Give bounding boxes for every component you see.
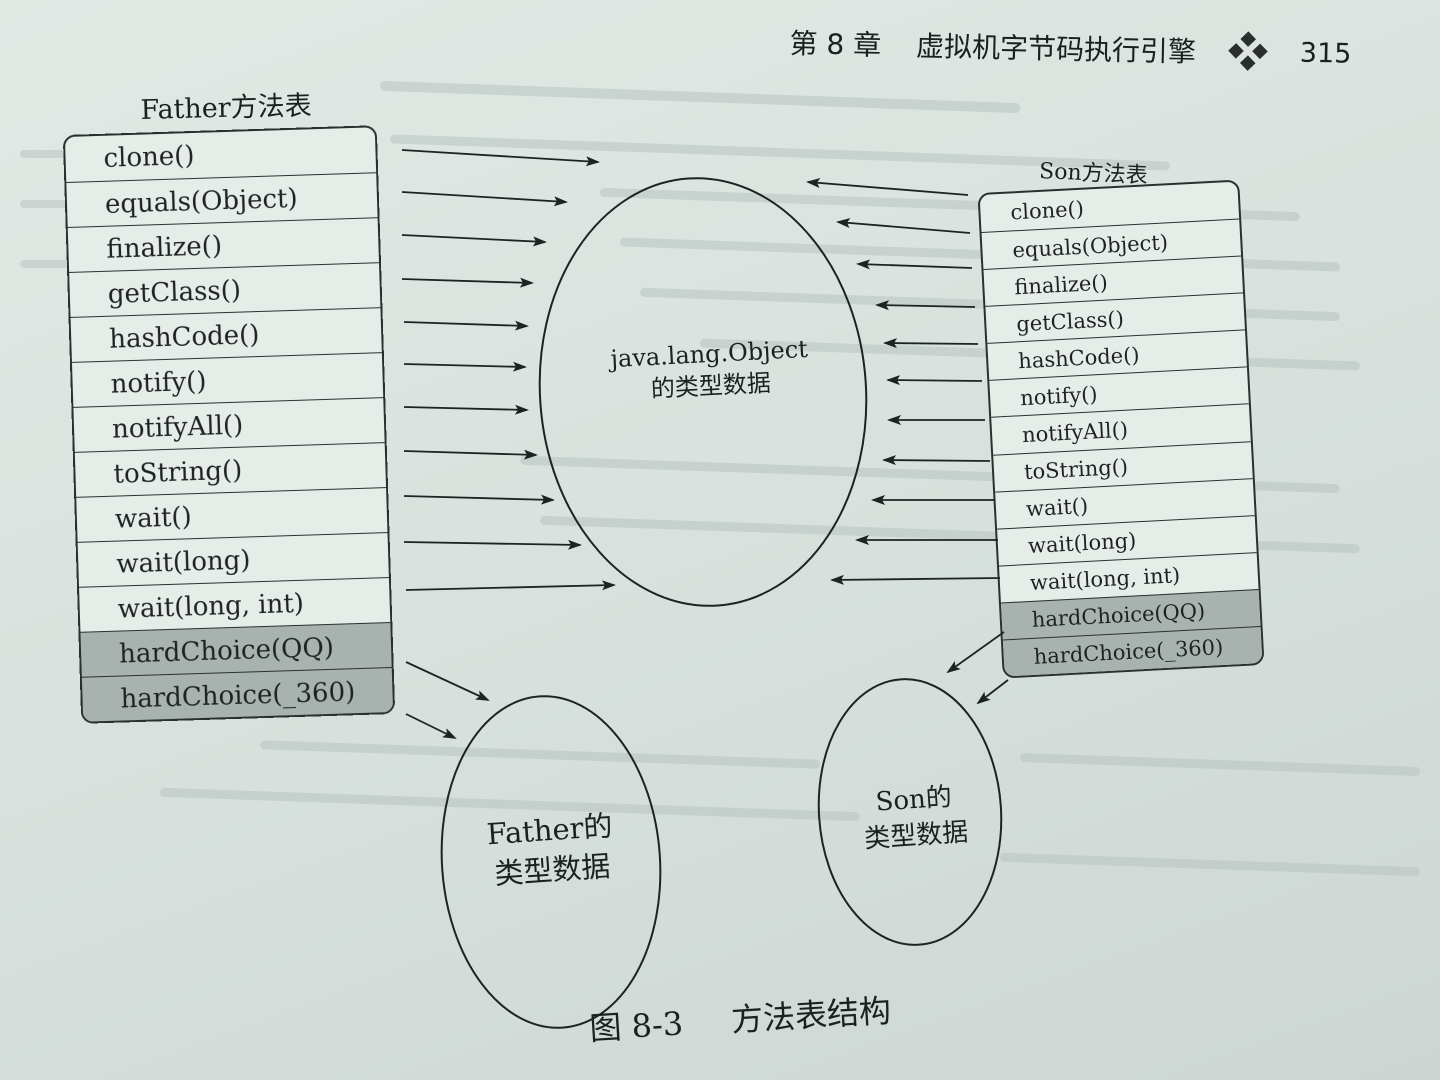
father-type-data-label: Father的 类型数据 xyxy=(463,804,638,896)
son-method-arrow-3 xyxy=(875,300,976,311)
son-method-arrow-7 xyxy=(882,455,991,466)
father-method-arrow-7 xyxy=(403,449,538,460)
father-method-arrow-6 xyxy=(403,404,529,415)
object-type-data-label: java.lang.Object 的类型数据 xyxy=(598,332,821,407)
son-method-arrow-0 xyxy=(806,177,969,196)
son-method-arrow-12 xyxy=(976,679,1009,705)
father-method-arrow-2 xyxy=(401,234,547,247)
father-method-arrow-5 xyxy=(403,361,527,372)
father-method-arrow-4 xyxy=(403,320,529,331)
son-method-arrow-10 xyxy=(830,574,1001,585)
object-type-data-ellipse xyxy=(538,177,868,607)
father-method-arrow-10 xyxy=(405,580,616,591)
father-method-arrow-9 xyxy=(403,539,582,550)
son-type-data-ellipse xyxy=(817,678,1003,946)
son-method-arrow-1 xyxy=(836,218,971,234)
father-method-arrow-0 xyxy=(401,149,600,167)
figure-number: 图 8-3 xyxy=(588,1004,685,1048)
figure-title: 方法表结构 xyxy=(729,991,893,1040)
father-method-arrow-3 xyxy=(401,277,534,288)
father-method-arrow-11 xyxy=(405,661,490,701)
son-method-arrow-11 xyxy=(946,631,1005,674)
father-method-arrow-12 xyxy=(405,713,457,739)
father-type-data-ellipse xyxy=(440,695,662,1029)
son-type-data-label: Son的 类型数据 xyxy=(838,777,993,859)
father-method-arrow-1 xyxy=(401,191,568,207)
father-method-arrow-8 xyxy=(403,494,555,505)
son-method-arrow-4 xyxy=(883,338,979,349)
son-method-arrow-5 xyxy=(886,375,983,386)
son-method-arrow-2 xyxy=(856,259,973,270)
